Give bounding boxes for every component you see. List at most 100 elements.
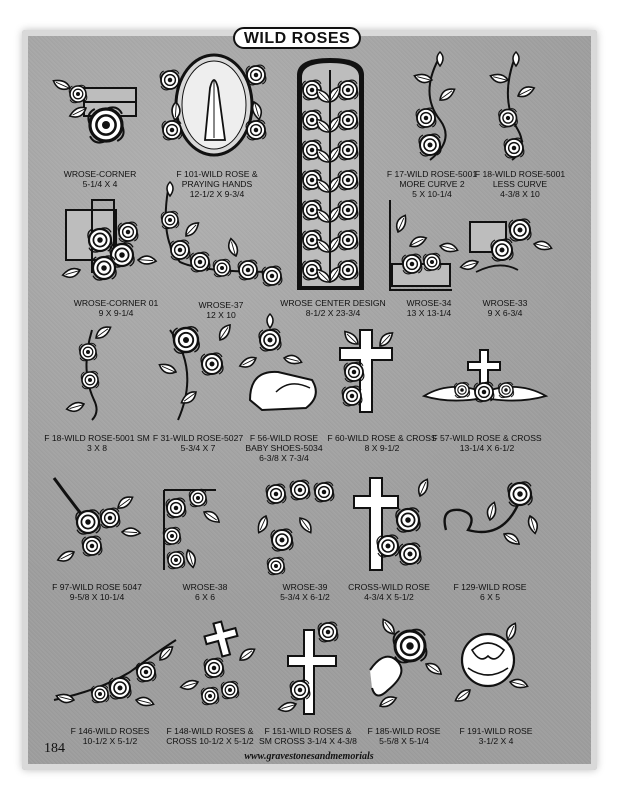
caption-line: 4-3/8 X 10 [500, 189, 540, 199]
caption-line: 3-1/2 X 4 [478, 736, 514, 746]
caption-line: F 151-WILD ROSES & [264, 726, 352, 736]
caption-line: 10-1/2 X 5-1/2 [82, 736, 138, 746]
caption-f60: F 60-WILD ROSE & CROSS 8 X 9-1/2 [322, 433, 442, 453]
caption-line: F 97-WILD ROSE 5047 [52, 582, 142, 592]
design-f17 [412, 51, 458, 161]
caption-wrose-37: WROSE-37 12 X 10 [161, 300, 281, 320]
design-f56 [237, 313, 317, 412]
caption-f57: F 57-WILD ROSE & CROSS 13-1/4 X 6-1/2 [427, 433, 547, 453]
design-wrose-38 [162, 488, 223, 570]
caption-line: WROSE-39 [282, 582, 328, 592]
caption-line: F 60-WILD ROSE & CROSS [327, 433, 437, 443]
design-wrose-39 [253, 479, 335, 576]
caption-f191: F 191-WILD ROSE 3-1/2 X 4 [436, 726, 556, 746]
caption-f148: F 148-WILD ROSES & CROSS 10-1/2 X 5-1/2 [150, 726, 270, 746]
caption-line: MORE CURVE 2 [399, 179, 465, 189]
caption-line: 4-3/4 X 5-1/2 [364, 592, 414, 602]
caption-f18: F 18-WILD ROSE-5001 LESS CURVE 4-3/8 X 1… [460, 169, 580, 199]
caption-line: SM CROSS 3-1/4 X 4-3/8 [259, 736, 357, 746]
caption-line: PRAYING HANDS [181, 179, 253, 189]
page-title: WILD ROSES [233, 27, 361, 49]
caption-line: 13 X 13-1/4 [406, 308, 452, 318]
caption-line: WROSE-34 [406, 298, 452, 308]
design-f18 [488, 51, 537, 161]
caption-line: 6-3/8 X 7-3/4 [259, 453, 309, 463]
caption-line: 3 X 8 [86, 443, 108, 453]
caption-f151: F 151-WILD ROSES & SM CROSS 3-1/4 X 4-3/… [248, 726, 368, 746]
design-cross-wild-rose [353, 476, 433, 571]
design-f97 [52, 477, 142, 565]
caption-line: F 57-WILD ROSE & CROSS [432, 433, 542, 443]
design-f185 [369, 616, 445, 710]
design-f129 [443, 480, 540, 549]
caption-line: F 101-WILD ROSE & [176, 169, 258, 179]
design-f18-sm [65, 323, 114, 421]
caption-wrose-corner: WROSE-CORNER 5-1/4 X 4 [40, 169, 160, 189]
caption-line: CROSS 10-1/2 X 5-1/2 [166, 736, 254, 746]
caption-line: 9 X 9-1/4 [98, 308, 134, 318]
caption-line: F 129-WILD ROSE [453, 582, 527, 592]
design-f31 [156, 321, 235, 421]
caption-line: WROSE-CORNER [63, 169, 137, 179]
caption-line: 8-1/2 X 23-3/4 [305, 308, 361, 318]
caption-line: 9-5/8 X 10-1/4 [69, 592, 125, 602]
design-f146 [53, 639, 177, 710]
caption-line: 6 X 5 [479, 592, 501, 602]
caption-wrose-34: WROSE-34 13 X 13-1/4 [369, 298, 489, 318]
design-f57 [421, 349, 549, 403]
page-number: 184 [44, 741, 65, 756]
caption-f129: F 129-WILD ROSE 6 X 5 [430, 582, 550, 602]
design-wrose-37 [160, 181, 283, 287]
caption-line: F 17-WILD ROSE-5001 [386, 169, 478, 179]
caption-f146: F 146-WILD ROSES 10-1/2 X 5-1/2 [50, 726, 170, 746]
caption-cross-wild-rose: CROSS-WILD ROSE 4-3/4 X 5-1/2 [329, 582, 449, 602]
caption-line: F 191-WILD ROSE [459, 726, 533, 736]
caption-line: F 185-WILD ROSE [367, 726, 441, 736]
caption-f185: F 185-WILD ROSE 5-5/8 X 5-1/4 [344, 726, 464, 746]
caption-line: CROSS-WILD ROSE [348, 582, 430, 592]
caption-line: F 18-WILD ROSE-5001 [474, 169, 566, 179]
design-f151 [277, 621, 339, 715]
caption-line: 6 X 6 [194, 592, 216, 602]
caption-line: LESS CURVE [492, 179, 548, 189]
caption-line: WROSE CENTER DESIGN [280, 298, 386, 308]
caption-line: F 146-WILD ROSES [70, 726, 150, 736]
caption-line: 5-3/4 X 6-1/2 [280, 592, 330, 602]
caption-line: F 56-WILD ROSE [249, 433, 319, 443]
caption-line: BABY SHOES-5034 [245, 443, 323, 453]
caption-f17: F 17-WILD ROSE-5001 MORE CURVE 2 5 X 10-… [372, 169, 492, 199]
caption-f97: F 97-WILD ROSE 5047 9-5/8 X 10-1/4 [37, 582, 157, 602]
caption-wrose-39: WROSE-39 5-3/4 X 6-1/2 [245, 582, 365, 602]
design-wrose-34 [389, 200, 460, 291]
design-f191 [452, 620, 530, 705]
caption-line: WROSE-37 [198, 300, 244, 310]
website-footer: www.gravestonesandmemorials [244, 751, 374, 762]
caption-line: 5-3/4 X 7 [180, 443, 216, 453]
caption-line: 12-1/2 X 9-3/4 [189, 189, 245, 199]
caption-line: F 31-WILD ROSE-5027 [152, 433, 244, 443]
caption-line: 12 X 10 [206, 310, 236, 320]
caption-line: 13-1/4 X 6-1/2 [459, 443, 515, 453]
design-f101 [159, 53, 267, 157]
caption-wrose-corner-01: WROSE-CORNER 01 9 X 9-1/4 [56, 298, 176, 318]
design-wrose-center [297, 58, 364, 290]
caption-f18-sm: F 18-WILD ROSE-5001 SM 3 X 8 [37, 433, 157, 453]
caption-wrose-33: WROSE-33 9 X 6-3/4 [445, 298, 565, 318]
caption-line: 5-1/4 X 4 [82, 179, 118, 189]
design-f148 [179, 620, 258, 706]
caption-line: F 148-WILD ROSES & [166, 726, 254, 736]
caption-wrose-38: WROSE-38 6 X 6 [145, 582, 265, 602]
caption-line: 5 X 10-1/4 [412, 189, 452, 199]
caption-line: WROSE-CORNER 01 [73, 298, 159, 308]
caption-line: WROSE-38 [182, 582, 228, 592]
caption-f56: F 56-WILD ROSE BABY SHOES-5034 6-3/8 X 7… [224, 433, 344, 463]
caption-line: 9 X 6-3/4 [487, 308, 523, 318]
caption-line: WROSE-33 [482, 298, 528, 308]
caption-line: 8 X 9-1/2 [364, 443, 400, 453]
caption-line: 5-5/8 X 5-1/4 [379, 736, 429, 746]
caption-f101: F 101-WILD ROSE & PRAYING HANDS 12-1/2 X… [157, 169, 277, 199]
design-wrose-33 [459, 218, 554, 273]
design-wrose-corner-01 [61, 199, 158, 282]
caption-f31: F 31-WILD ROSE-5027 5-3/4 X 7 [138, 433, 258, 453]
